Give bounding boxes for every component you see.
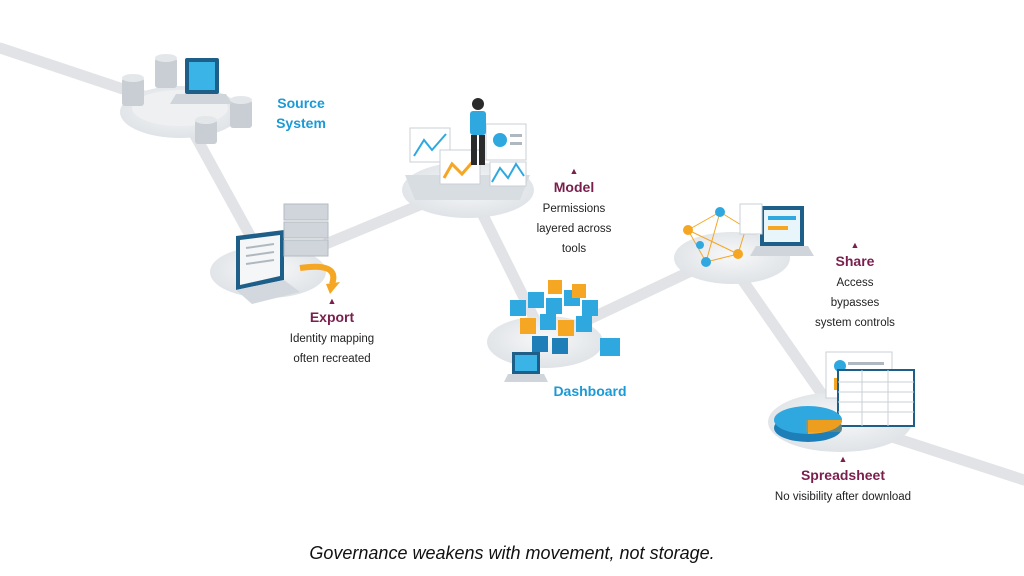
data-cubes-icon [510, 280, 620, 356]
caption: Governance weakens with movement, not st… [309, 543, 715, 563]
export-illustration [210, 203, 340, 304]
share-title: Share [835, 253, 875, 269]
model-desc-line1: Permissions [542, 203, 606, 215]
laptop-icon [739, 203, 814, 256]
model-marker-icon: ▲ [569, 166, 579, 176]
spreadsheet-desc-line1: No visibility after download [774, 491, 912, 503]
pie-chart-icon [774, 406, 842, 442]
network-icon [687, 211, 747, 263]
dashboard-illustration [487, 280, 620, 382]
database-icon [122, 54, 252, 144]
source-system-title-line2: System [276, 115, 326, 131]
dashboard-title: Dashboard [553, 383, 627, 399]
model-label: ▲ Model Permissions layered across tools [524, 166, 624, 258]
export-title: Export [309, 309, 355, 325]
laptop-icon [504, 352, 548, 382]
model-illustration [402, 98, 534, 218]
source-system-title-line1: Source [277, 95, 325, 111]
export-label: ▲ Export Identity mapping often recreate… [272, 296, 392, 368]
share-desc-line3: system controls [815, 317, 895, 329]
share-label: ▲ Share Access bypasses system controls [800, 240, 910, 332]
spreadsheet-title: Spreadsheet [800, 467, 886, 483]
source-system-label: Source System [262, 94, 340, 134]
spreadsheet-label: ▲ Spreadsheet No visibility after downlo… [760, 454, 926, 506]
share-desc-line1: Access [836, 277, 874, 289]
export-desc-line1: Identity mapping [289, 333, 375, 345]
export-marker-icon: ▲ [327, 296, 337, 306]
share-desc-line2: bypasses [830, 297, 880, 309]
refresh-arrow-icon [299, 263, 337, 286]
laptop-icon [236, 230, 300, 304]
spreadsheet-icon [837, 369, 915, 427]
dashboard-label: Dashboard [544, 382, 636, 402]
share-marker-icon: ▲ [850, 240, 860, 250]
export-desc-line2: often recreated [293, 353, 371, 365]
spreadsheet-illustration [768, 351, 915, 452]
model-title: Model [553, 179, 595, 195]
model-desc-line3: tools [561, 243, 587, 255]
model-desc-line2: layered across [536, 223, 612, 235]
spreadsheet-marker-icon: ▲ [838, 454, 848, 464]
server-icon [283, 203, 329, 257]
share-illustration [674, 203, 814, 284]
monitor-icon [170, 58, 232, 104]
source-system-illustration [120, 54, 252, 144]
person-icon [470, 98, 486, 165]
